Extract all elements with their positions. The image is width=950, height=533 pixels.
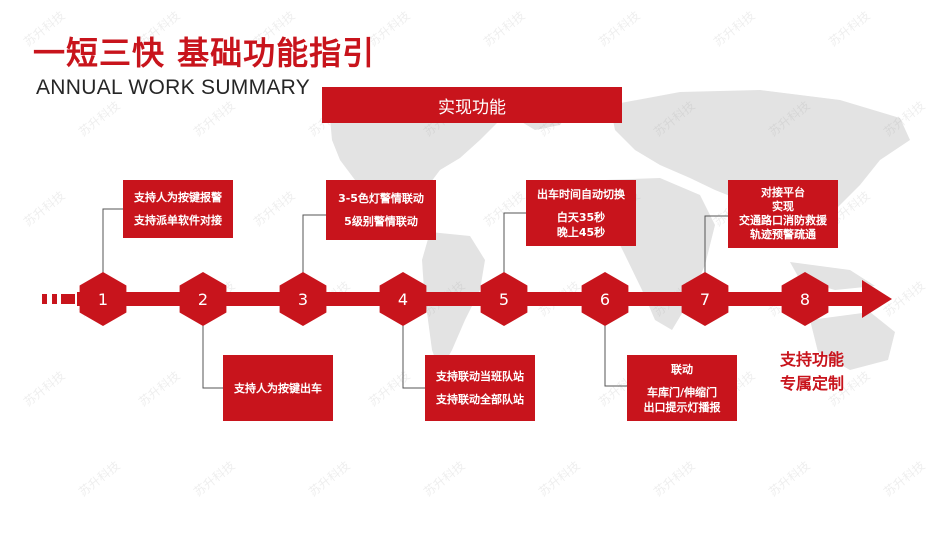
timeline-node-label-2: 2 bbox=[198, 290, 208, 309]
feature-box-7-line-4: 轨迹预警疏通 bbox=[750, 228, 816, 241]
timeline-node-label-1: 1 bbox=[98, 290, 108, 309]
timeline-node-label-7: 7 bbox=[700, 290, 710, 309]
feature-box-1-line-1: 支持人为按键报警 bbox=[134, 191, 222, 204]
timeline-node-3 bbox=[279, 272, 327, 326]
feature-box-4-line-2: 支持联动全部队站 bbox=[436, 393, 524, 406]
feature-box-2: 支持人为按键出车 bbox=[223, 355, 333, 421]
timeline-arrow-head bbox=[862, 280, 892, 318]
timeline-node-label-5: 5 bbox=[499, 290, 509, 309]
timeline-node-6 bbox=[581, 272, 629, 326]
feature-box-6-line-1: 联动 bbox=[671, 362, 693, 376]
timeline-node-label-3: 3 bbox=[298, 290, 308, 309]
feature-box-3-line-1: 3-5色灯警情联动 bbox=[338, 192, 424, 205]
feature-box-2-line-1: 支持人为按键出车 bbox=[234, 381, 322, 395]
timeline-bar bbox=[77, 292, 867, 306]
connector-lines bbox=[102, 208, 728, 389]
feature-box-5: 出车时间自动切换 白天35秒 晚上45秒 bbox=[526, 180, 636, 246]
australia-shape bbox=[810, 312, 895, 370]
feature-box-7-line-2: 实现 bbox=[772, 200, 794, 213]
custom-support-note: 支持功能 专属定制 bbox=[770, 348, 854, 396]
timeline-start-dashes bbox=[42, 294, 75, 304]
feature-box-6: 联动 车库门/伸缩门 出口提示灯播报 bbox=[627, 355, 737, 421]
feature-box-4: 支持联动当班队站 支持联动全部队站 bbox=[425, 355, 535, 421]
feature-box-6-line-2: 车库门/伸缩门 bbox=[646, 385, 718, 399]
feature-box-5-line-2: 白天35秒 bbox=[556, 210, 606, 224]
custom-support-note-line-2: 专属定制 bbox=[779, 374, 844, 393]
timeline-node-1 bbox=[79, 272, 127, 326]
feature-box-7-line-3: 交通路口消防救援 bbox=[739, 214, 827, 227]
feature-box-7-line-1: 对接平台 bbox=[761, 186, 805, 199]
feature-box-3: 3-5色灯警情联动 5级别警情联动 bbox=[326, 180, 436, 240]
timeline-node-label-6: 6 bbox=[600, 290, 610, 309]
feature-box-7: 对接平台 实现 交通路口消防救援 轨迹预警疏通 bbox=[728, 180, 838, 248]
feature-box-5-line-1: 出车时间自动切换 bbox=[537, 187, 625, 201]
feature-box-1: 支持人为按键报警 支持派单软件对接 bbox=[123, 180, 233, 238]
timeline-node-label-8: 8 bbox=[800, 290, 810, 309]
timeline-node-8 bbox=[781, 272, 829, 326]
feature-box-1-line-2: 支持派单软件对接 bbox=[134, 214, 222, 227]
timeline-node-7 bbox=[681, 272, 729, 326]
page-title: 一短三快 基础功能指引 bbox=[33, 34, 376, 72]
feature-box-3-line-2: 5级别警情联动 bbox=[344, 215, 418, 228]
feature-box-4-line-1: 支持联动当班队站 bbox=[436, 370, 524, 383]
feature-box-5-line-3: 晚上45秒 bbox=[556, 225, 606, 239]
timeline-node-4 bbox=[379, 272, 427, 326]
timeline-node-5 bbox=[480, 272, 528, 326]
custom-support-note-line-1: 支持功能 bbox=[779, 350, 844, 369]
page-subtitle: ANNUAL WORK SUMMARY bbox=[36, 76, 311, 99]
timeline-node-label-4: 4 bbox=[398, 290, 408, 309]
feature-box-6-line-3: 出口提示灯播报 bbox=[643, 400, 721, 414]
section-banner: 实现功能 bbox=[322, 87, 622, 123]
timeline-node-2 bbox=[179, 272, 227, 326]
